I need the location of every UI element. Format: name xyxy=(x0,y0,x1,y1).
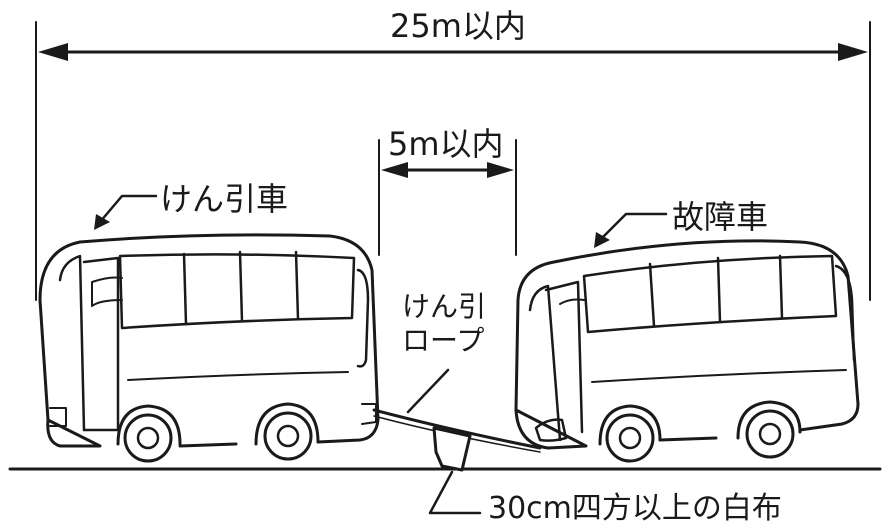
tow-vehicle-label: けん引車 xyxy=(160,180,289,218)
tow-rope-label-line2: ロープ xyxy=(402,324,485,357)
total-distance-label: 25m以内 xyxy=(390,7,526,45)
broken-vehicle-label: 故障車 xyxy=(672,198,769,236)
tow-vehicle-bus xyxy=(38,233,380,463)
gap-dimension xyxy=(378,139,517,256)
rope-gap-label: 5m以内 xyxy=(388,125,504,163)
white-cloth-label: 30cm四方以上の白布 xyxy=(488,491,782,526)
tow-rope-label: けん引 ロープ xyxy=(402,290,486,358)
total-dimension xyxy=(35,21,871,301)
broken-vehicle-bus xyxy=(514,239,860,463)
leader-lines xyxy=(94,194,668,515)
tow-rope xyxy=(372,408,542,450)
white-cloth xyxy=(432,426,472,472)
tow-rope-label-line1: けん引 xyxy=(402,290,487,323)
